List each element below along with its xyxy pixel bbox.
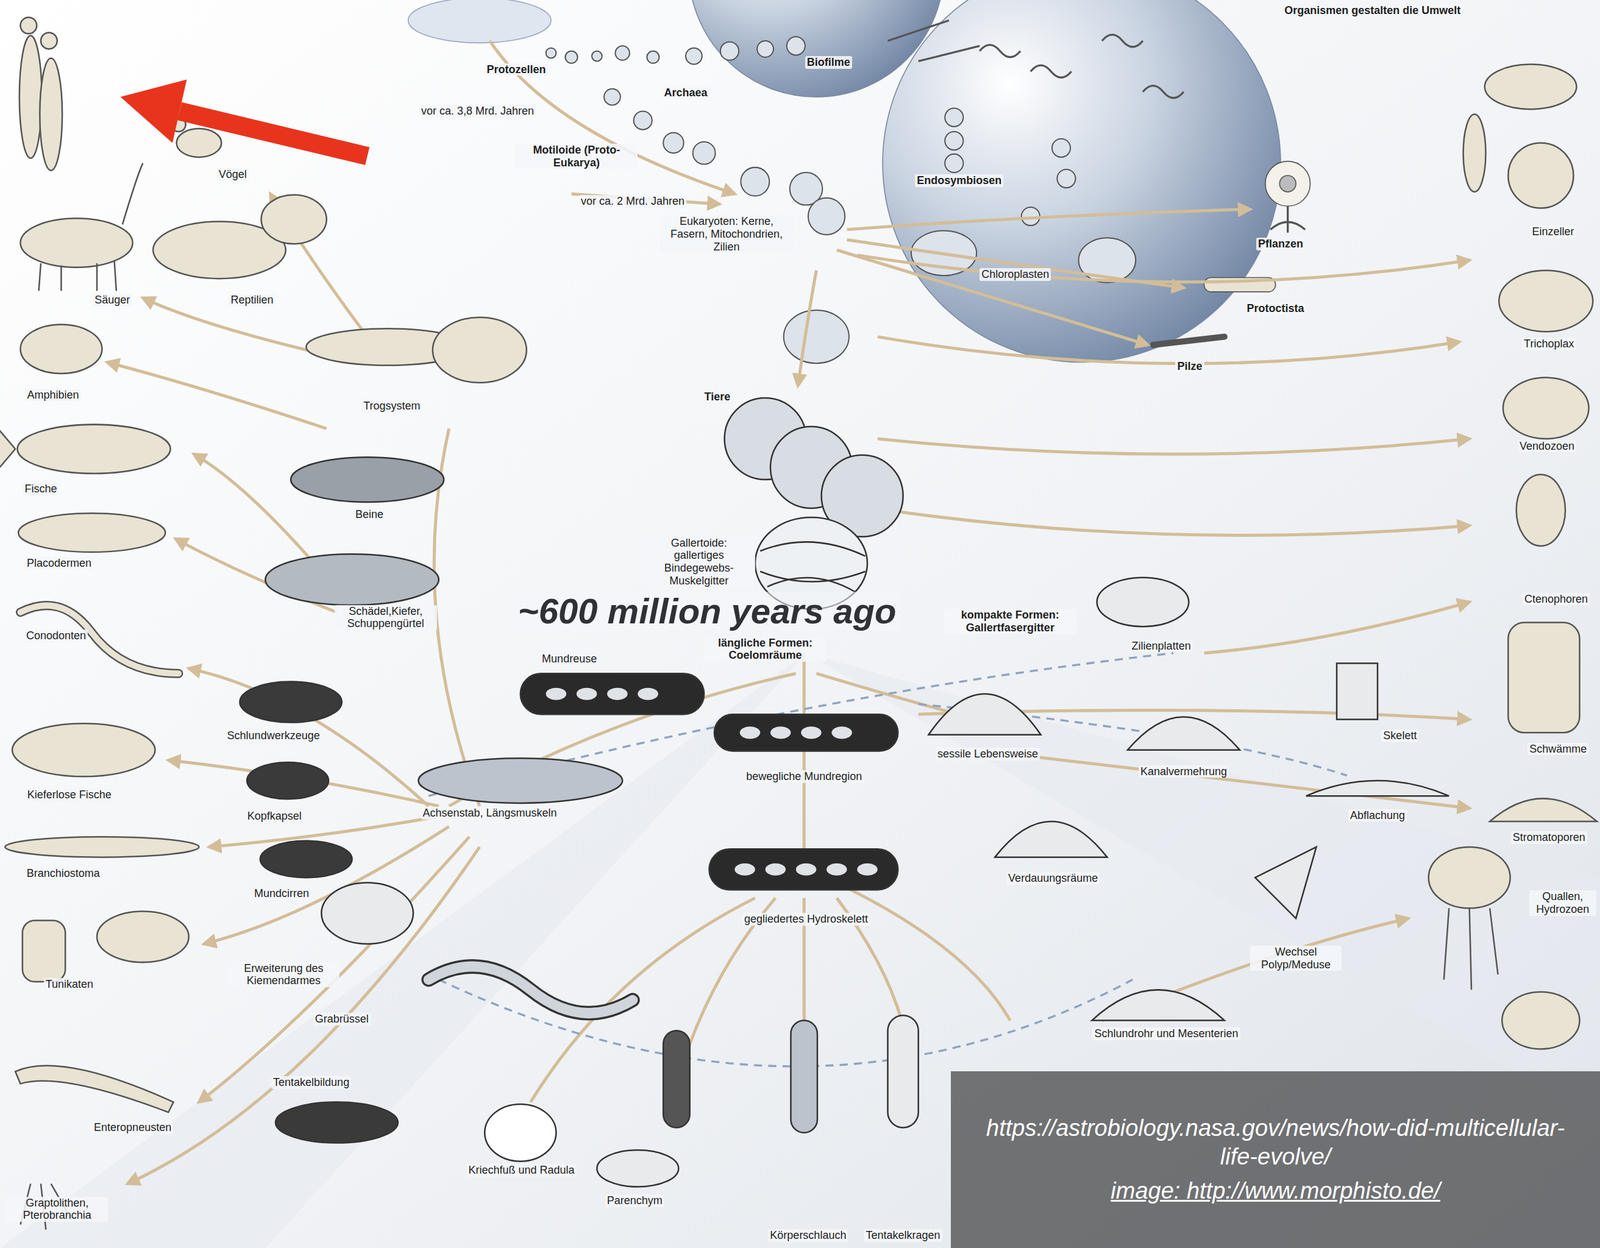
figure-label: Trogsystem xyxy=(361,399,422,413)
figure-label: Vendozoen xyxy=(1517,440,1577,453)
figure-label: vor ca. 2 Mrd. Jahren xyxy=(579,195,687,208)
figure-label: Pflanzen xyxy=(1256,237,1305,251)
figure-label: Einzeller xyxy=(1529,225,1576,239)
figure-label: bewegliche Mundregion xyxy=(744,770,864,784)
figure-label: Quallen, Hydrozoen xyxy=(1529,890,1597,916)
figure-label: Tentakelbildung xyxy=(271,1076,352,1090)
figure-label: Säuger xyxy=(92,293,132,307)
figure-label: Grabrüssel xyxy=(313,1013,371,1026)
figure-label: Kanalvermehrung xyxy=(1138,765,1229,779)
figure-label: Biofilme xyxy=(805,56,853,69)
figure-label: Parenchym xyxy=(605,1194,665,1208)
figure-label: Kopfkapsel xyxy=(245,810,304,823)
figure-label: Wechsel Polyp/Meduse xyxy=(1250,945,1343,971)
figure-label: Reptilien xyxy=(228,293,275,307)
figure-label: Schlundwerkzeuge xyxy=(225,729,322,743)
figure-label: gegliedertes Hydroskelett xyxy=(742,913,870,926)
figure-label: vor ca. 3,8 Mrd. Jahren xyxy=(419,104,536,118)
figure-label: Körperschlauch xyxy=(768,1229,848,1243)
figure-label: Kieferlose Fische xyxy=(25,788,114,802)
figure-label: Erweiterung des Kiemendarmes xyxy=(227,962,340,988)
figure-label: Vögel xyxy=(216,168,249,182)
figure-label: Protozellen xyxy=(485,63,548,77)
figure-label: Amphibien xyxy=(25,388,82,402)
figure-label: Enteropneusten xyxy=(92,1121,174,1135)
figure-label: Stromatoporen xyxy=(1511,831,1588,845)
era-callout: ~600 million years ago xyxy=(514,591,901,631)
figure-label: Graptolithen, Pterobranchia xyxy=(6,1197,108,1223)
figure-label: Tentakelkragen xyxy=(864,1229,943,1243)
figure-label: Kriechfuß und Radula xyxy=(466,1164,576,1177)
figure-label: Schädel,Kiefer, Schuppengürtel xyxy=(334,605,437,631)
figure-label: Trichoplax xyxy=(1521,337,1576,351)
figure-label: Endosymbiosen xyxy=(914,174,1004,188)
figure-label: Pilze xyxy=(1175,360,1204,374)
figure-label: Branchiostoma xyxy=(24,867,102,881)
figure-label: Verdauungsräume xyxy=(1006,872,1100,886)
figure-label: kompakte Formen: Gallertfasergitter xyxy=(944,608,1078,634)
figure-label: Tiere xyxy=(702,390,733,404)
figure-label: Abflachung xyxy=(1348,809,1407,823)
figure-label: Eukaryoten: Kerne, Fasern, Mitochondrien… xyxy=(660,215,793,253)
figure-label: Ctenophoren xyxy=(1522,593,1590,606)
figure-label: Mundreuse xyxy=(540,652,599,666)
figure-label: Gallertoide: gallertiges Bindegewebs-Mus… xyxy=(643,536,756,588)
figure-label: Archaea xyxy=(661,86,709,100)
figure-label: Chloroplasten xyxy=(979,268,1051,281)
figure-label: Placodermen xyxy=(24,557,94,570)
figure-label: Motiloide (Proto-Eukarya) xyxy=(515,143,638,169)
figure-label: Mundcirren xyxy=(252,887,311,901)
source-url: https://astrobiology.nasa.gov/news/how-d… xyxy=(969,1114,1582,1173)
figure-label: Zilienplatten xyxy=(1130,640,1193,653)
figure-label: Schlundrohr und Mesenterien xyxy=(1092,1027,1240,1041)
figure-label: Beine xyxy=(353,508,386,522)
figure-label: Skelett xyxy=(1381,729,1419,743)
heading-label: Organismen gestalten die Umwelt xyxy=(1282,4,1463,18)
figure-label: Protoctista xyxy=(1245,302,1307,316)
figure-label: Conodonten xyxy=(24,629,88,643)
source-box: https://astrobiology.nasa.gov/news/how-d… xyxy=(950,1071,1600,1248)
figure-label: längliche Formen: Coelomräume xyxy=(704,636,827,662)
figure-label: Fische xyxy=(22,482,59,496)
figure-label: Tunikaten xyxy=(43,978,96,992)
figure-label: sessile Lebensweise xyxy=(935,747,1040,761)
figure-label: Schwämme xyxy=(1527,743,1589,756)
image-credit: image: http://www.morphisto.de/ xyxy=(1110,1176,1441,1207)
figure-label: Achsenstab, Längsmuskeln xyxy=(421,807,559,820)
